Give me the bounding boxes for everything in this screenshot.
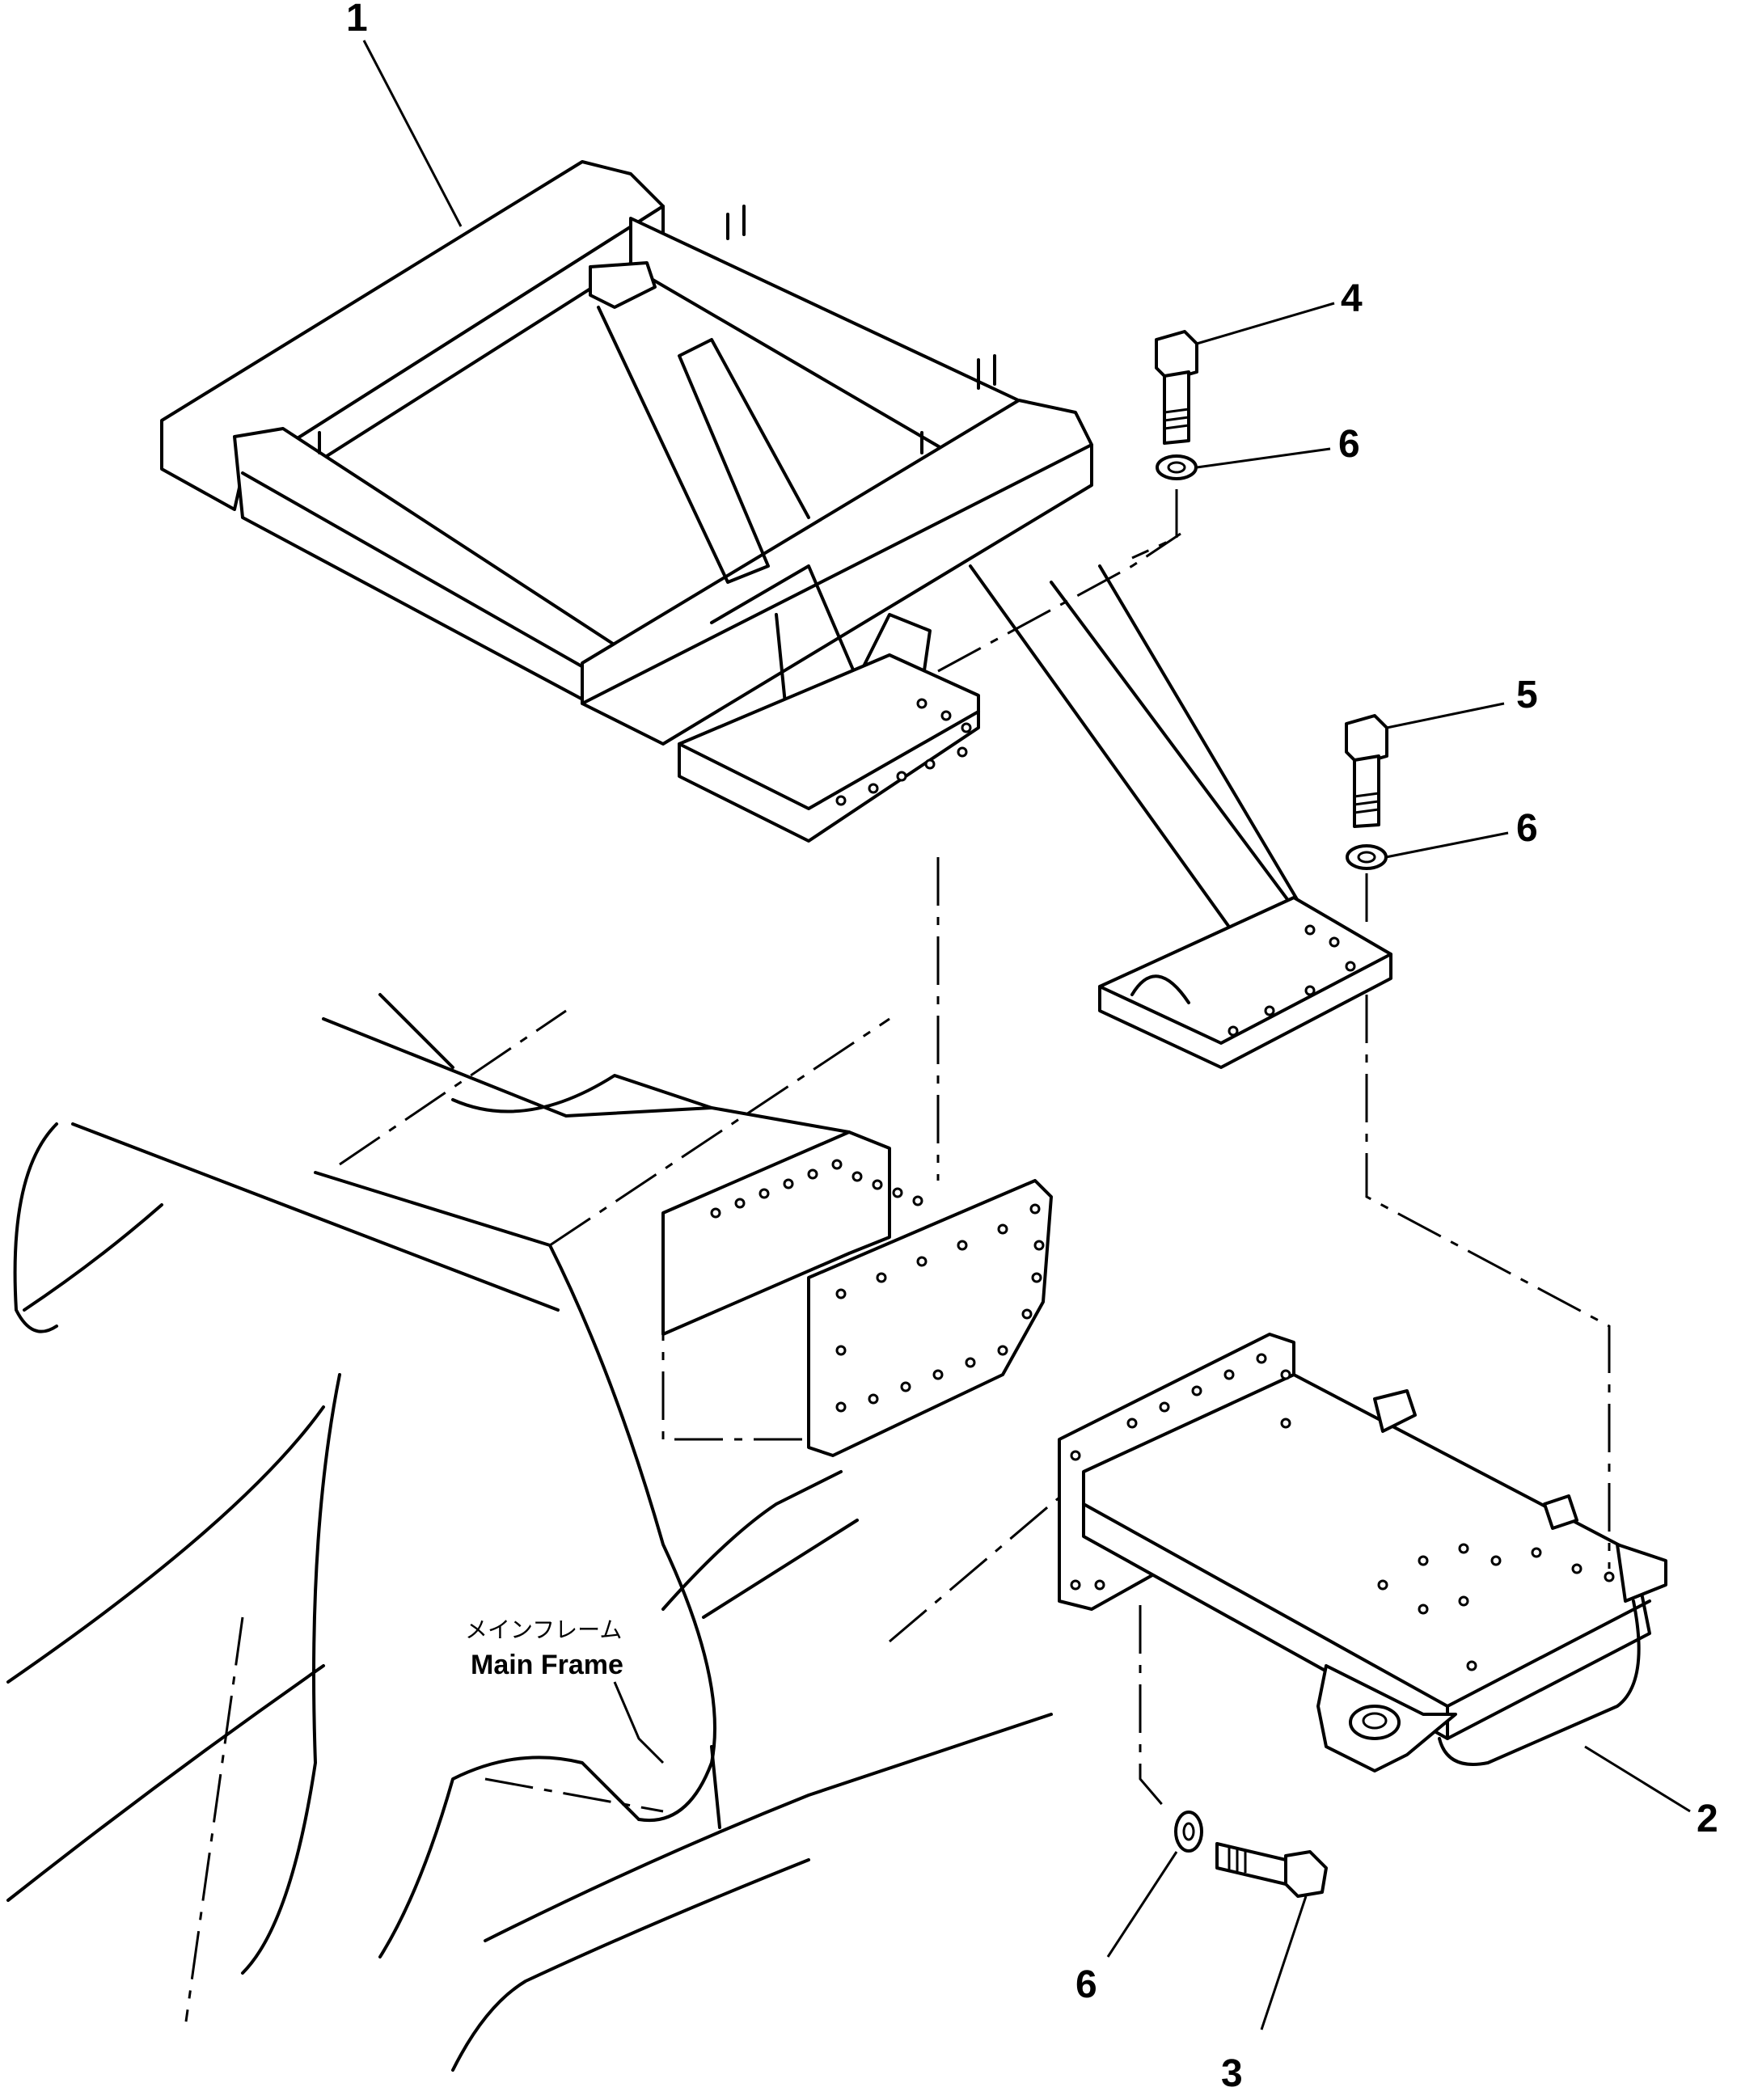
plate-holes bbox=[710, 1159, 1045, 1413]
lugs bbox=[318, 205, 996, 454]
bolt-3 bbox=[1139, 1605, 1328, 1898]
callout-6-mid: 6 bbox=[1516, 807, 1538, 850]
callout-5: 5 bbox=[1516, 674, 1538, 716]
bolt-5 bbox=[1345, 714, 1388, 922]
bolt-4 bbox=[1131, 330, 1198, 560]
step-holes bbox=[1070, 1353, 1615, 1671]
callout-2: 2 bbox=[1697, 1798, 1718, 1840]
callout-4: 4 bbox=[1341, 277, 1363, 320]
frame-mount-plate bbox=[661, 1130, 1053, 1457]
callout-6-bottom: 6 bbox=[1075, 1963, 1097, 2006]
main-frame-label-jp: メインフレーム bbox=[465, 1616, 622, 1643]
main-frame-label-en: Main Frame bbox=[471, 1650, 623, 1680]
leader-lines bbox=[362, 40, 1691, 2030]
main-frame-outline bbox=[6, 993, 1214, 2072]
frame-plate-holes bbox=[835, 698, 1356, 1037]
callout-3: 3 bbox=[1221, 2052, 1243, 2095]
callout-1: 1 bbox=[346, 0, 368, 40]
callout-6-top: 6 bbox=[1338, 423, 1360, 466]
platform-frame bbox=[160, 160, 1611, 1569]
step-assembly bbox=[1058, 1333, 1667, 1773]
